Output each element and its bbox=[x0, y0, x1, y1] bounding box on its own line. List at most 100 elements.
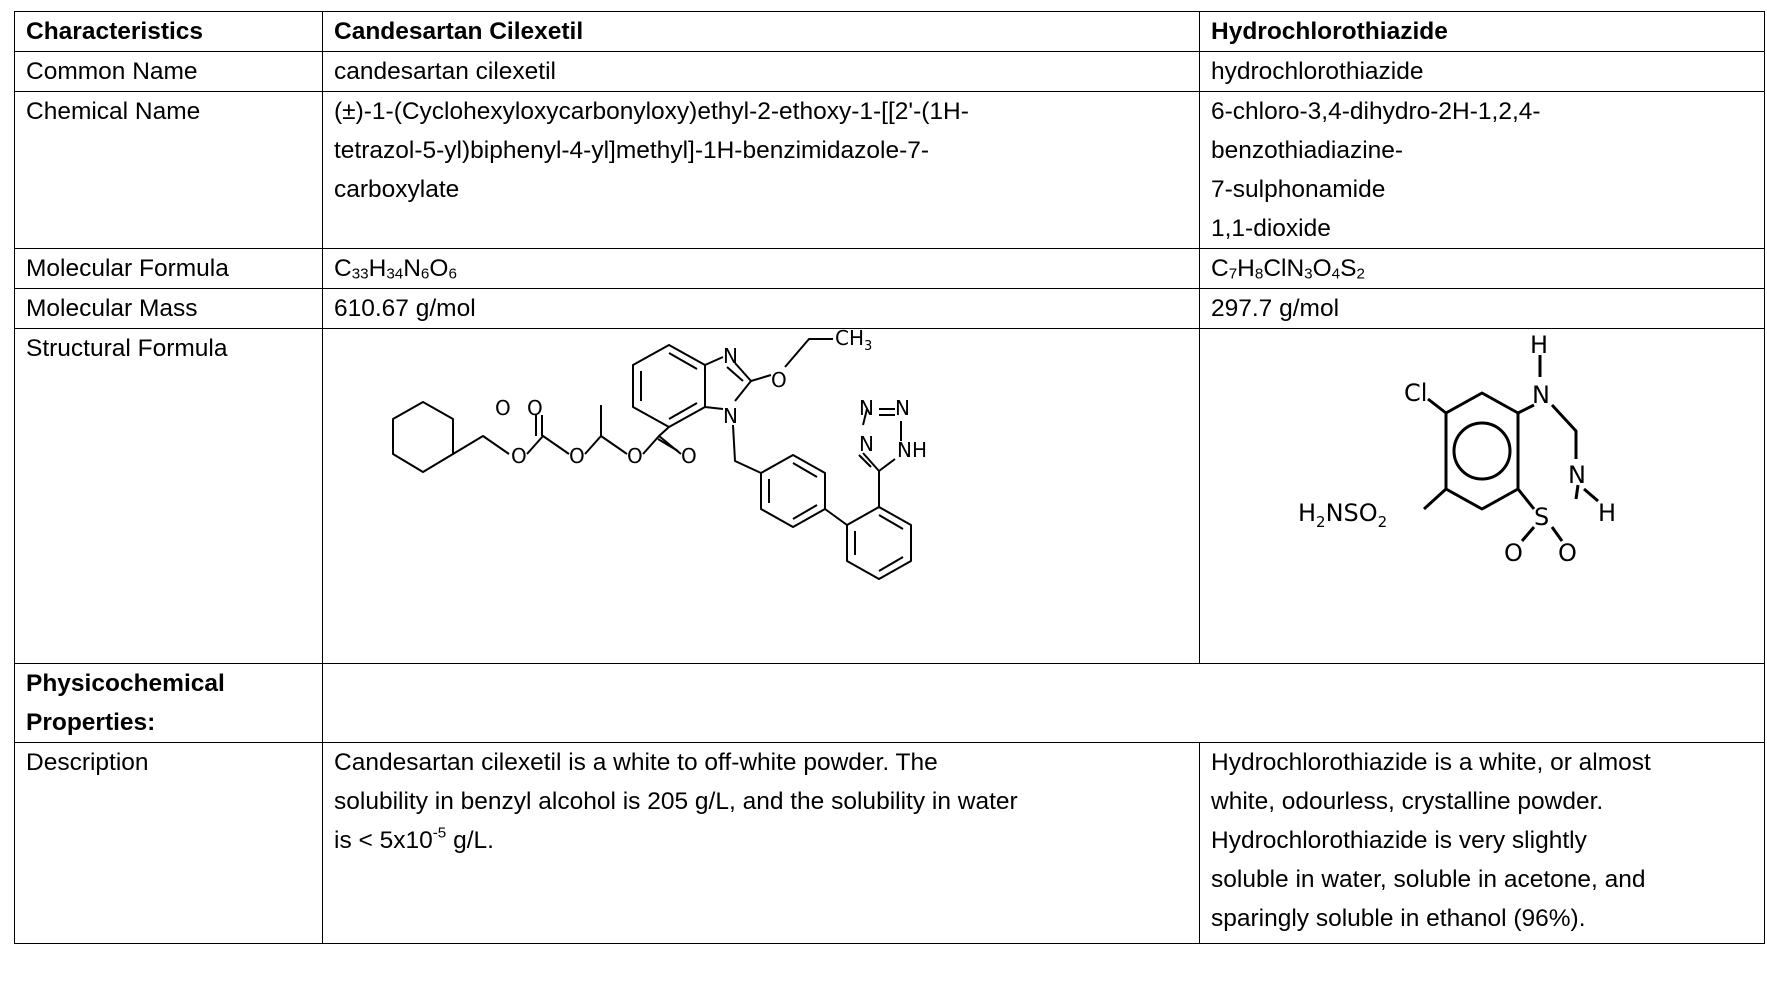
bond bbox=[657, 438, 679, 452]
bond bbox=[824, 508, 848, 526]
chem-line: (±)-1-(Cyclohexyloxycarbonyloxy)ethyl-2-… bbox=[334, 98, 969, 125]
hctz-formula: C7H8ClN3O4S2 bbox=[1199, 248, 1765, 289]
atom-label: Cl bbox=[1404, 379, 1427, 407]
atom-label: O bbox=[511, 444, 527, 468]
row-molecular-formula: Molecular Formula C33H34N6O6 C7H8ClN3O4S… bbox=[14, 248, 1765, 289]
atom-subscript: 2 bbox=[1378, 513, 1388, 531]
hctz-chemical-name: 6-chloro-3,4-dihydro-2H-1,2,4- benzothia… bbox=[1199, 91, 1765, 249]
properties-table: Characteristics Candesartan Cilexetil Hy… bbox=[14, 11, 1765, 944]
formula-subscript: 2 bbox=[1356, 265, 1365, 283]
benzene-ring bbox=[632, 344, 706, 428]
bond bbox=[792, 504, 818, 520]
chem-line: benzothiadiazine- bbox=[1211, 137, 1404, 164]
row-description: Description Candesartan cilexetil is a w… bbox=[14, 742, 1765, 944]
formula-part: C bbox=[334, 255, 352, 282]
description-text: is < 5x10 bbox=[334, 827, 433, 854]
label-line: Physicochemical bbox=[26, 670, 225, 697]
candesartan-common-name: candesartan cilexetil bbox=[322, 51, 1200, 92]
atom-label: N bbox=[895, 396, 910, 420]
header-candesartan: Candesartan Cilexetil bbox=[322, 11, 1200, 52]
atom-label: N bbox=[859, 396, 874, 420]
formula-subscript: 34 bbox=[386, 265, 404, 283]
benzene-ring bbox=[1444, 391, 1520, 511]
description-line: Hydrochlorothiazide is very slightly bbox=[1211, 827, 1587, 854]
label-molecular-formula: Molecular Formula bbox=[14, 248, 323, 289]
bond bbox=[1516, 488, 1536, 510]
atom-label: H2NSO2 bbox=[1298, 499, 1387, 531]
bond bbox=[1550, 403, 1578, 459]
description-line: Hydrochlorothiazide is a white, or almos… bbox=[1211, 749, 1651, 776]
atom-label: NSO bbox=[1326, 499, 1378, 527]
formula-part: N bbox=[403, 255, 421, 282]
chem-line: 6-chloro-3,4-dihydro-2H-1,2,4- bbox=[1211, 98, 1541, 125]
description-line: solubility in benzyl alcohol is 205 g/L,… bbox=[334, 788, 1018, 815]
description-line: sparingly soluble in ethanol (96%). bbox=[1211, 905, 1586, 932]
chem-line: tetrazol-5-yl)biphenyl-4-yl]methyl]-1H-b… bbox=[334, 137, 930, 164]
bond bbox=[704, 406, 724, 410]
candesartan-chemical-name: (±)-1-(Cyclohexyloxycarbonyloxy)ethyl-2-… bbox=[322, 91, 1200, 249]
bond bbox=[878, 514, 904, 530]
label-chemical-name: Chemical Name bbox=[14, 91, 323, 249]
bond bbox=[658, 426, 670, 437]
bond bbox=[734, 362, 752, 402]
bond bbox=[1520, 526, 1536, 542]
hctz-common-name: hydrochlorothiazide bbox=[1199, 51, 1765, 92]
formula-subscript: 6 bbox=[420, 265, 430, 283]
formula-part: O bbox=[429, 255, 449, 282]
bond bbox=[1422, 487, 1448, 511]
atom-label: H bbox=[1298, 499, 1316, 527]
aromatic-circle bbox=[1452, 421, 1512, 481]
row-physicochemical: Physicochemical Properties: bbox=[14, 663, 1765, 743]
bond bbox=[584, 435, 628, 455]
atom-label: H bbox=[1598, 499, 1616, 527]
bond bbox=[526, 435, 570, 455]
label-structural-formula: Structural Formula bbox=[14, 328, 323, 664]
formula-subscript: 3 bbox=[1304, 265, 1313, 283]
benzene-ring bbox=[846, 506, 912, 580]
bond bbox=[1583, 487, 1599, 503]
row-structural-formula: Structural Formula bbox=[14, 328, 1765, 664]
atom-label: CH3 bbox=[835, 329, 872, 354]
atom-label: O bbox=[527, 396, 543, 420]
formula-subscript: 4 bbox=[1331, 265, 1341, 283]
bond bbox=[668, 402, 698, 420]
bond bbox=[704, 356, 724, 366]
chem-line: 7-sulphonamide bbox=[1211, 176, 1386, 203]
atom-label: S bbox=[1534, 503, 1549, 531]
row-molecular-mass: Molecular Mass 610.67 g/mol 297.7 g/mol bbox=[14, 288, 1765, 329]
formula-part: C bbox=[1211, 255, 1229, 282]
atom-label: O bbox=[627, 444, 643, 468]
description-line: soluble in water, soluble in acetone, an… bbox=[1211, 866, 1646, 893]
row-common-name: Common Name candesartan cilexetil hydroc… bbox=[14, 51, 1765, 92]
description-line: is < 5x10-5 g/L. bbox=[334, 821, 1188, 860]
atom-label: O bbox=[569, 444, 585, 468]
label-physicochemical: Physicochemical Properties: bbox=[14, 663, 323, 743]
bond bbox=[1427, 397, 1447, 415]
atom-label: H bbox=[1530, 331, 1548, 359]
candesartan-mass: 610.67 g/mol bbox=[322, 288, 1200, 329]
formula-part: S bbox=[1340, 255, 1357, 282]
description-line: white, odourless, crystalline powder. bbox=[1211, 788, 1604, 815]
hctz-structure: H N Cl N H H2NSO2 S O O bbox=[1199, 328, 1765, 664]
chem-line: carboxylate bbox=[334, 176, 460, 203]
formula-subscript: 6 bbox=[448, 265, 457, 283]
atom-label: N bbox=[1532, 381, 1550, 409]
header-row: Characteristics Candesartan Cilexetil Hy… bbox=[14, 11, 1765, 52]
header-hydrochlorothiazide: Hydrochlorothiazide bbox=[1199, 11, 1765, 52]
atom-label: O bbox=[495, 396, 511, 420]
label-molecular-mass: Molecular Mass bbox=[14, 288, 323, 329]
bond bbox=[452, 435, 510, 455]
atom-label: CH bbox=[835, 329, 864, 350]
atom-label: N bbox=[859, 432, 874, 456]
bond bbox=[792, 462, 818, 478]
formula-subscript: 7 bbox=[1228, 265, 1238, 283]
cyclohexane-ring bbox=[392, 401, 454, 473]
bond bbox=[668, 352, 698, 370]
atom-label: N bbox=[1568, 461, 1586, 489]
formula-part: ClN bbox=[1263, 255, 1305, 282]
label-common-name: Common Name bbox=[14, 51, 323, 92]
atom-label: O bbox=[681, 444, 697, 468]
candesartan-structure-diagram: N N O CH3 O O O O O O N N N NH bbox=[392, 329, 927, 580]
bond bbox=[1574, 484, 1580, 500]
atom-subscript: 3 bbox=[864, 339, 872, 354]
